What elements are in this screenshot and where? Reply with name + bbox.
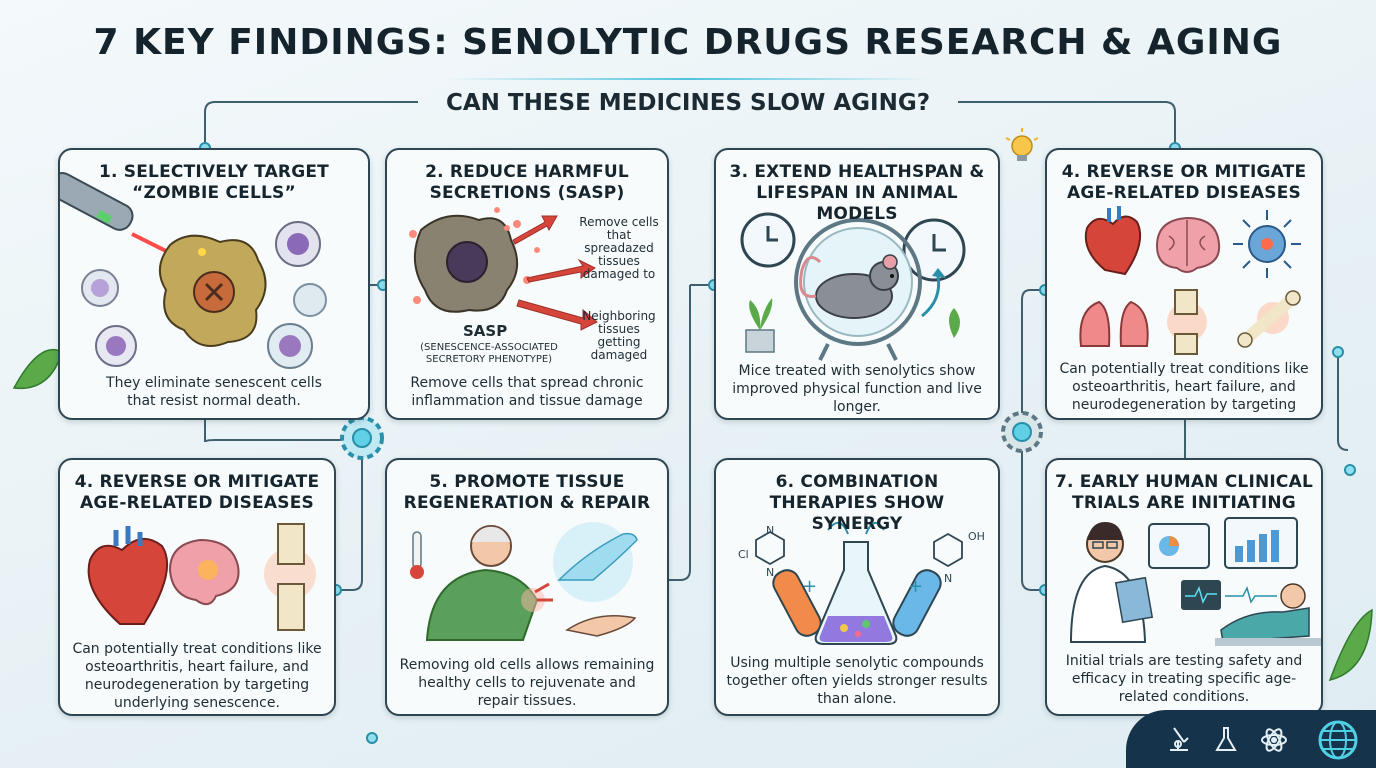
- card-6-title: 5. PROMOTE TISSUE REGENERATION & REPAIR: [403, 472, 651, 513]
- finding-card-6: N N Cl OH N + + 6. COMBINATION THERAPIES…: [714, 458, 1000, 716]
- sasp-illustration: [409, 207, 598, 331]
- card-2-title: 2. REDUCE HARMFUL SECRETIONS (SASP): [425, 162, 629, 203]
- atom-icon: [1261, 728, 1287, 752]
- card-4-description: Can potentially treat conditions like os…: [1059, 361, 1309, 413]
- sasp-label: SASP: [463, 322, 508, 340]
- sasp-effect-label-top: Remove cells that spreadazed tissues dam…: [579, 215, 659, 281]
- sasp-effect-label-bottom: Neighboring tissues getting damaged: [582, 309, 656, 362]
- page-title: 7 KEY FINDINGS: SENOLYTIC DRUGS RESEARCH…: [93, 22, 1283, 63]
- card-1-description: They eliminate senescent cells that resi…: [106, 375, 322, 409]
- finding-card-1: 1. SELECTIVELY TARGET “ZOMBIE CELLS” The…: [58, 148, 370, 420]
- card-8-description: Initial trials are testing safety and ef…: [1065, 653, 1303, 705]
- chem-n1: N: [766, 524, 774, 537]
- svg-text:+: +: [802, 576, 817, 597]
- heart-brain-joint-illustration: [87, 523, 316, 631]
- chem-cl: Cl: [738, 548, 749, 561]
- finding-card-3: 3. EXTEND HEALTHSPAN & LIFESPAN IN ANIMA…: [714, 148, 1000, 420]
- card-3-title: 3. EXTEND HEALTHSPAN & LIFESPAN IN ANIMA…: [729, 162, 985, 224]
- zombie-cell-illustration: [60, 172, 327, 369]
- page-subtitle: CAN THESE MEDICINES SLOW AGING?: [445, 90, 931, 116]
- title-underline: [448, 78, 928, 80]
- card-7-title: 6. COMBINATION THERAPIES SHOW SYNERGY: [769, 472, 945, 534]
- card-7-description: Using multiple senolytic compounds toget…: [726, 655, 988, 707]
- clinical-trial-illustration: [1069, 517, 1321, 646]
- card-6-description: Removing old cells allows remaining heal…: [399, 657, 655, 709]
- combination-therapy-illustration: N N Cl OH N + +: [738, 522, 985, 645]
- svg-text:+: +: [908, 576, 923, 597]
- finding-card-4-duplicate: 4. REVERSE OR MITIGATE AGE-RELATED DISEA…: [58, 458, 336, 716]
- globe-icon: [1318, 720, 1358, 760]
- chem-n3: N: [944, 572, 952, 585]
- tissue-repair-illustration: [410, 522, 638, 641]
- chem-oh: OH: [968, 530, 985, 543]
- organs-illustration: [1079, 206, 1301, 355]
- mouse-wheel-illustration: [740, 212, 966, 361]
- chem-n2: N: [766, 566, 774, 579]
- finding-card-7: 7. EARLY HUMAN CLINICAL TRIALS ARE INITI…: [1045, 458, 1323, 716]
- card-1-title: 1. SELECTIVELY TARGET “ZOMBIE CELLS”: [99, 162, 329, 203]
- card-2-description: Remove cells that spread chronic inflamm…: [410, 375, 644, 409]
- finding-card-4: 4. REVERSE OR MITIGATE AGE-RELATED DISEA…: [1045, 148, 1323, 420]
- sasp-definition: (SENESCENCE-ASSOCIATED SECRETORY PHENOTY…: [420, 342, 558, 365]
- science-icons: [1170, 720, 1358, 760]
- microscope-icon: [1170, 727, 1189, 751]
- flask-icon: [1215, 727, 1237, 751]
- card-8-title: 7. EARLY HUMAN CLINICAL TRIALS ARE INITI…: [1055, 472, 1313, 513]
- card-3-description: Mice treated with senolytics show improv…: [732, 363, 982, 415]
- card-4-title: 4. REVERSE OR MITIGATE AGE-RELATED DISEA…: [1061, 162, 1307, 203]
- finding-card-5: 5. PROMOTE TISSUE REGENERATION & REPAIR …: [385, 458, 669, 716]
- card-5-title: 4. REVERSE OR MITIGATE AGE-RELATED DISEA…: [74, 472, 320, 513]
- bottom-icon-bar: [1126, 710, 1376, 768]
- finding-card-2: 2. REDUCE HARMFUL SECRETIONS (SASP) Remo…: [385, 148, 669, 420]
- card-5-description: Can potentially treat conditions like os…: [72, 641, 322, 711]
